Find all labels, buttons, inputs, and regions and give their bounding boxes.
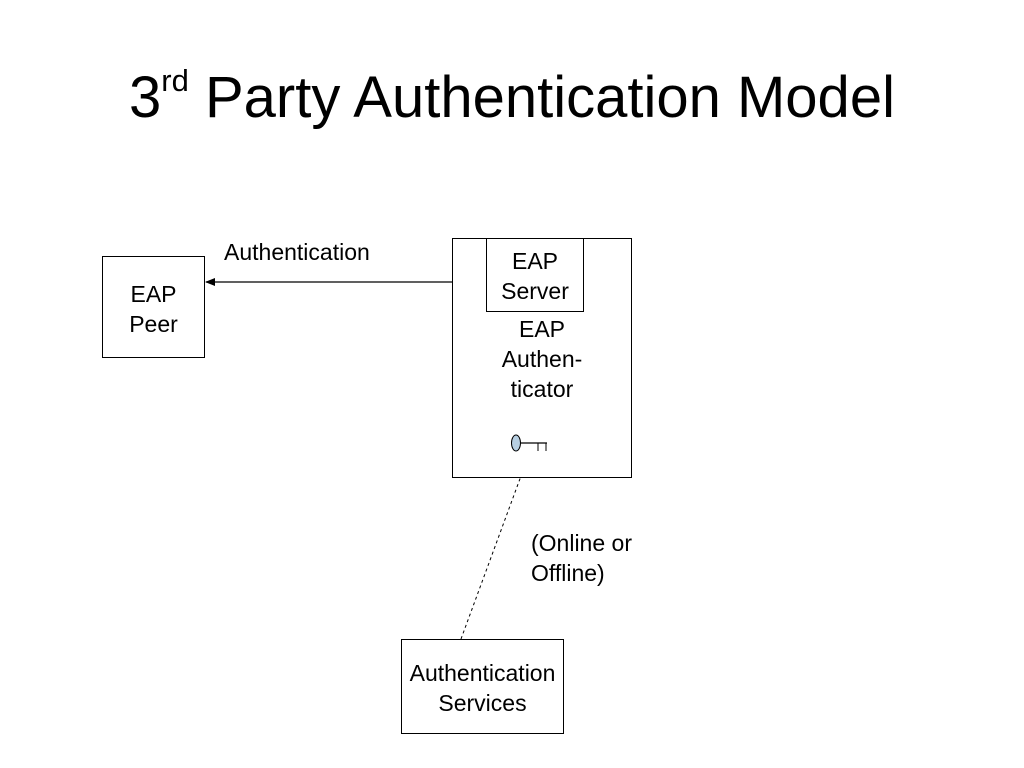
eap-server-line2: Server xyxy=(501,278,569,304)
title-rest: Party Authentication Model xyxy=(188,65,895,130)
online-offline-line2: Offline) xyxy=(531,560,605,586)
title-superscript: rd xyxy=(161,63,189,98)
authentication-services-box: Authentication Services xyxy=(401,639,564,734)
eap-peer-line2: Peer xyxy=(129,311,178,337)
key-icon xyxy=(511,434,547,452)
slide-title: 3rd Party Authentication Model xyxy=(0,56,1024,140)
authentication-services-line1: Authentication xyxy=(409,660,556,686)
title-prefix: 3 xyxy=(129,65,162,130)
eap-peer-box: EAP Peer xyxy=(102,256,205,358)
eap-authenticator-line1: EAP xyxy=(518,316,566,342)
authentication-link-label: Authentication xyxy=(224,239,370,265)
authentication-services-line2: Services xyxy=(438,690,527,716)
eap-authenticator-label: EAP Authen- ticator xyxy=(452,314,632,404)
eap-peer-line1: EAP xyxy=(130,281,177,307)
eap-authenticator-line3: ticator xyxy=(510,376,574,402)
eap-server-line1: EAP xyxy=(511,248,559,274)
services-dashed-link xyxy=(460,456,529,640)
eap-server-box: EAP Server xyxy=(486,238,584,312)
online-offline-label: (Online or Offline) xyxy=(531,528,632,588)
eap-authenticator-line2: Authen- xyxy=(501,346,583,372)
online-offline-line1: (Online or xyxy=(531,530,632,556)
